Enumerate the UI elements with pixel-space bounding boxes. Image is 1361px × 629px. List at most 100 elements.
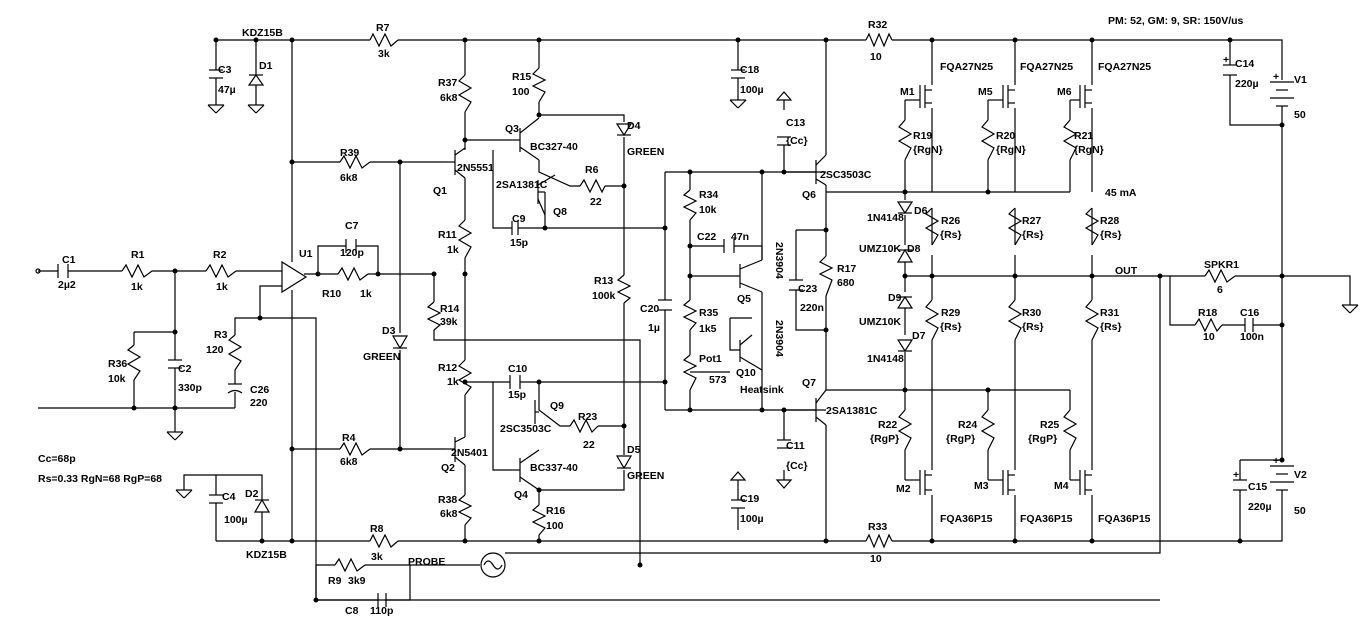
c11-ref: C11 (786, 440, 805, 452)
r36-ref: R36 (108, 358, 127, 370)
r16-value: 100 (546, 520, 564, 532)
d1-value: KDZ15B (242, 27, 283, 39)
r17-value: 680 (837, 277, 855, 289)
param-cc: Cc=68p (38, 453, 76, 465)
d9-ref: D9 (888, 292, 902, 304)
q8-ref: Q8 (553, 206, 567, 218)
pot1-ref: Pot1 (699, 353, 722, 365)
r33-ref: R33 (868, 521, 887, 533)
r1-value: 1k (131, 281, 143, 293)
c23-ref: C23 (798, 283, 817, 295)
q5-ref: Q5 (737, 293, 751, 305)
d8-value: UMZ10K (859, 243, 901, 255)
m6-ref: M6 (1057, 86, 1072, 98)
r6-ref: R6 (585, 164, 599, 176)
q1-ref: Q1 (433, 185, 447, 197)
r28-value: {Rs} (1100, 229, 1122, 241)
c14-plus: + (1223, 54, 1229, 66)
d3-value: GREEN (363, 351, 400, 363)
r26-ref: R26 (941, 215, 960, 227)
d4-ref: D4 (627, 120, 641, 132)
d9-value: UMZ10K (859, 316, 901, 328)
q9-value: 2SC3503C (500, 423, 552, 435)
r22-value: {RgP} (870, 433, 899, 445)
r8-ref: R8 (370, 523, 384, 535)
symbols: + + + + (35, 32, 1359, 607)
r31-value: {Rs} (1100, 321, 1122, 333)
m6-value: FQA27N25 (1098, 61, 1151, 73)
q2-value: 2N5401 (451, 447, 488, 459)
spkr1-value: 6 (1217, 284, 1223, 296)
r12-value: 1k (447, 376, 459, 388)
r38-value: 6k8 (440, 508, 458, 520)
c20-value: 1µ (648, 322, 660, 334)
c1-value: 2µ2 (58, 279, 76, 291)
r20-ref: R20 (996, 130, 1015, 142)
c15-value: 220µ (1248, 501, 1272, 513)
d5-ref: D5 (627, 444, 641, 456)
d1-ref: D1 (259, 60, 273, 72)
r18-ref: R18 (1198, 307, 1217, 319)
q2-ref: Q2 (441, 462, 455, 474)
r35-value: 1k5 (699, 323, 717, 335)
v2-plus: + (1273, 455, 1279, 467)
m5-value: FQA27N25 (1020, 61, 1073, 73)
c7-ref: C7 (345, 220, 359, 232)
c7-value: 120p (340, 247, 364, 259)
r37-ref: R37 (438, 77, 457, 89)
r21-value: {RgN} (1074, 144, 1104, 156)
net-bias-current: 45 mA (1105, 187, 1137, 199)
net-probe: PROBE (408, 556, 445, 568)
r27-ref: R27 (1022, 215, 1041, 227)
r7-value: 3k (378, 48, 390, 60)
d5-value: GREEN (627, 470, 664, 482)
m3-value: FQA36P15 (1020, 513, 1073, 525)
r29-ref: R29 (941, 307, 960, 319)
r9-ref: R9 (328, 575, 342, 587)
r10-value: 1k (360, 288, 372, 300)
c4-value: 100µ (224, 514, 248, 526)
c26-value: 220 (250, 397, 268, 409)
param-rs: Rs=0.33 RgN=68 RgP=68 (38, 473, 162, 485)
r19-ref: R19 (913, 130, 932, 142)
m3-ref: M3 (974, 480, 989, 492)
d6-value: 1N4148 (867, 212, 904, 224)
q7-ref: Q7 (802, 377, 816, 389)
header-note: PM: 52, GM: 9, SR: 150V/us (1108, 15, 1244, 27)
pot1-value: 573 (709, 374, 727, 386)
c1-ref: C1 (62, 254, 76, 266)
r25-ref: R25 (1040, 419, 1059, 431)
c14-value: 220µ (1235, 78, 1259, 90)
d6-ref: D6 (914, 205, 928, 217)
q3-ref: Q3 (505, 123, 519, 135)
c3-value: 47µ (218, 84, 236, 96)
r24-value: {RgP} (946, 433, 975, 445)
r39-ref: R39 (340, 147, 359, 159)
m1-ref: M1 (900, 86, 915, 98)
c16-value: 100n (1240, 331, 1264, 343)
q1-value: 2N5551 (457, 162, 494, 174)
c3-ref: C3 (218, 64, 232, 76)
r28-ref: R28 (1100, 215, 1119, 227)
net-heatsink: Heatsink (740, 384, 784, 396)
c20-ref: C20 (640, 303, 659, 315)
q4-ref: Q4 (514, 489, 528, 501)
c22-ref: C22 (697, 231, 716, 243)
q10-value: 2N3904 (773, 320, 785, 357)
r9-value: 3k9 (348, 575, 366, 587)
r37-value: 6k8 (440, 92, 458, 104)
r24-ref: R24 (958, 419, 977, 431)
r33-value: 10 (870, 553, 882, 565)
c8-value: 110p (370, 605, 393, 617)
m5-ref: M5 (978, 86, 993, 98)
q10-ref: Q10 (736, 367, 756, 379)
d2-value: KDZ15B (246, 549, 287, 561)
c11-value: {Cc} (786, 460, 808, 472)
r11-ref: R11 (438, 229, 457, 241)
r32-ref: R32 (868, 19, 887, 31)
q6-ref: Q6 (802, 189, 816, 201)
r39-value: 6k8 (340, 172, 358, 184)
v1-plus: + (1273, 71, 1279, 83)
r4-value: 6k8 (340, 456, 358, 468)
r6-value: 22 (590, 196, 602, 208)
